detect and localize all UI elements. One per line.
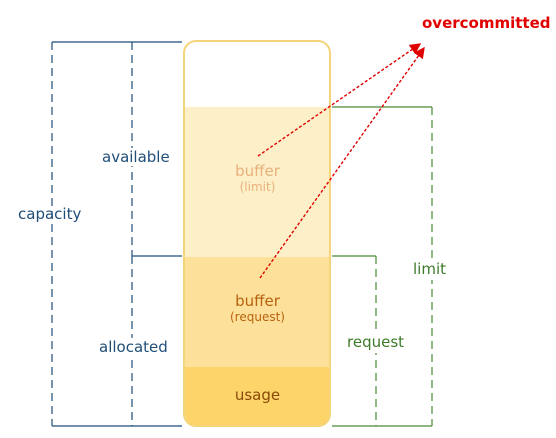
buffer-request-label: buffer (request) [185,292,330,324]
usage-segment [185,367,330,426]
buffer-limit-label: buffer (limit) [185,162,330,194]
capacity-label: capacity [18,205,82,223]
available-label: available [99,148,173,166]
request-label: request [344,331,408,353]
overcommit-arrow-from-limit [257,43,422,157]
overcommit-arrow-from-request [259,46,425,279]
overcommitted-label: overcommitted [422,14,551,32]
capacity-bracket [51,41,182,427]
buffer-request-title: buffer [235,292,280,310]
buffer-limit-subtitle: (limit) [239,180,276,194]
limit-label: limit [410,258,449,280]
buffer-request-subtitle: (request) [230,310,285,324]
buffer-limit-title: buffer [235,162,280,180]
resource-column [183,40,331,427]
allocated-label: allocated [96,338,171,356]
buffer-limit-segment [185,107,330,257]
usage-label: usage [234,386,281,404]
buffer-request-segment [185,257,330,367]
